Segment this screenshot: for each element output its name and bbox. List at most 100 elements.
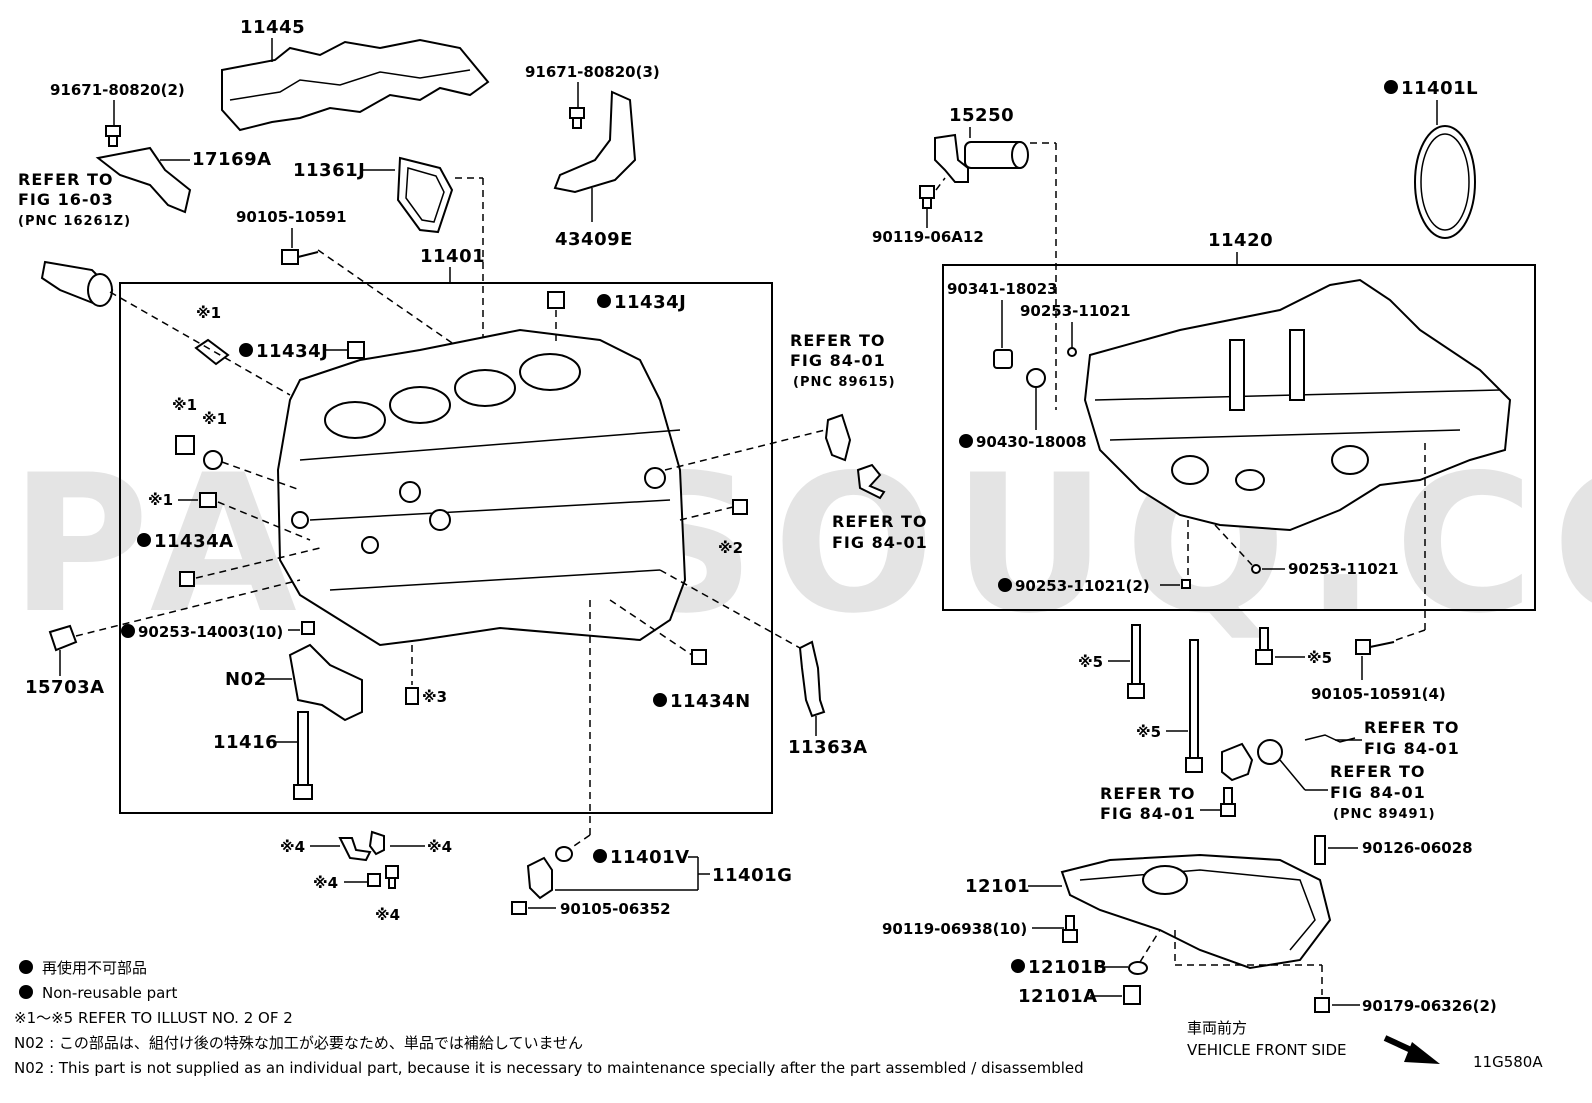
bolt-90119-06A12[interactable]	[919, 185, 935, 209]
bolt-sym4-b[interactable]	[385, 865, 399, 889]
label-17169A[interactable]: 17169A	[192, 149, 272, 170]
pin-sym2[interactable]	[732, 499, 748, 515]
bolt-90119-06938[interactable]	[1062, 915, 1078, 943]
bolt-sym4-a[interactable]	[367, 873, 381, 887]
bolt-91671-2[interactable]	[105, 125, 121, 147]
label-11434N[interactable]: 11434N	[670, 691, 751, 712]
sensor-11401G-shape[interactable]	[526, 856, 553, 900]
label-15703A[interactable]: 15703A	[25, 677, 105, 698]
refer-84-01-pnc89491-line2[interactable]: FIG 84-01	[1330, 783, 1426, 802]
oil-pressure-sensor-shape[interactable]	[1221, 739, 1283, 782]
label-15250[interactable]: 15250	[949, 105, 1014, 126]
plug-15703A[interactable]	[48, 624, 78, 652]
refer-84-01-pnc89491-line3[interactable]: (PNC 89491)	[1333, 807, 1436, 822]
refer-84-01-pnc89615-line3[interactable]: (PNC 89615)	[793, 375, 896, 390]
refer-84-01-b-line1[interactable]: REFER TO	[1364, 718, 1460, 737]
label-11401G[interactable]: 11401G	[712, 865, 792, 886]
label-90430-18008[interactable]: 90430-18008	[976, 433, 1087, 451]
bolt-sym5-a[interactable]	[1127, 624, 1145, 699]
refer-16-03-line1[interactable]: REFER TO	[18, 170, 114, 189]
pin-11434J-top[interactable]	[547, 291, 565, 309]
label-90105-06352[interactable]: 90105-06352	[560, 900, 671, 918]
label-90253-11021-c[interactable]: 90253-11021	[1288, 560, 1399, 578]
pin-11434J-mid[interactable]	[347, 341, 365, 359]
label-12101A[interactable]: 12101A	[1018, 986, 1098, 1007]
refer-84-01-pnc89615-line2[interactable]: FIG 84-01	[790, 351, 886, 370]
label-11363A[interactable]: 11363A	[788, 737, 868, 758]
refer-16-03-line2[interactable]: FIG 16-03	[18, 190, 114, 209]
refer-84-01-pnc89615-line1[interactable]: REFER TO	[790, 331, 886, 350]
pin-90253-11021-2[interactable]	[1181, 579, 1191, 589]
label-90341-18023[interactable]: 90341-18023	[947, 280, 1058, 298]
oil-seal-11401L-shape[interactable]	[1414, 125, 1476, 239]
insulator-11445-shape[interactable]	[221, 38, 490, 132]
bracket-17169A-shape[interactable]	[95, 146, 192, 214]
refer-84-01-b-line2[interactable]: FIG 84-01	[1364, 739, 1460, 758]
clip-refer-84-01-b[interactable]	[1304, 734, 1356, 743]
gasket-90430-18008[interactable]	[1026, 368, 1046, 388]
cylinder-block-11401-shape[interactable]	[276, 328, 687, 647]
label-11361J[interactable]: 11361J	[293, 160, 365, 181]
label-91671-80820-3[interactable]: 91671-80820(3)	[525, 63, 660, 81]
refer-84-01-pnc89491-line1[interactable]: REFER TO	[1330, 762, 1426, 781]
bolt-90105-06352[interactable]	[511, 901, 527, 915]
label-91671-80820-2[interactable]: 91671-80820(2)	[50, 81, 185, 99]
label-90253-14003[interactable]: 90253-14003(10)	[138, 623, 283, 641]
crankcase-11420-shape[interactable]	[1083, 278, 1512, 532]
label-90119-06A12[interactable]: 90119-06A12	[872, 228, 984, 246]
bolt-91671-3[interactable]	[569, 107, 585, 129]
label-11401L[interactable]: 11401L	[1401, 78, 1478, 99]
oring-11401V[interactable]	[555, 846, 573, 862]
plug-sym1[interactable]	[175, 435, 195, 455]
pin-11434N[interactable]	[691, 649, 707, 665]
solenoid-15250-shape[interactable]	[934, 133, 1029, 183]
label-11445[interactable]: 11445	[240, 17, 305, 38]
pin-sym1-small[interactable]	[199, 492, 217, 508]
oil-jet-sym4[interactable]	[338, 830, 385, 862]
label-43409E[interactable]: 43409E	[555, 229, 633, 250]
bracket-43409E-shape[interactable]	[553, 90, 637, 194]
label-11434J-top[interactable]: 11434J	[614, 292, 686, 313]
label-11401[interactable]: 11401	[420, 246, 485, 267]
refer-84-01-a-line2[interactable]: FIG 84-01	[832, 533, 928, 552]
refer-84-01-a-line1[interactable]: REFER TO	[832, 512, 928, 531]
label-12101B[interactable]: 12101B	[1028, 957, 1107, 978]
label-90105-10591[interactable]: 90105-10591	[236, 208, 347, 226]
bolt-sym5-c[interactable]	[1185, 639, 1203, 773]
pin-90253-14003[interactable]	[301, 621, 315, 635]
label-90179-06326[interactable]: 90179-06326(2)	[1362, 997, 1497, 1015]
label-90126-06028[interactable]: 90126-06028	[1362, 839, 1473, 857]
pin-90253-11021-a[interactable]	[1067, 347, 1077, 357]
pin-sym3[interactable]	[405, 687, 419, 705]
refer-84-01-c-line1[interactable]: REFER TO	[1100, 784, 1196, 803]
nut-90179-06326[interactable]	[1314, 997, 1330, 1013]
seal-11363A-shape[interactable]	[798, 640, 826, 718]
bolt-sym5-b[interactable]	[1255, 627, 1273, 665]
oil-pan-12101-shape[interactable]	[1060, 853, 1332, 970]
label-90105-10591-4[interactable]: 90105-10591(4)	[1311, 685, 1446, 703]
bolt-90105-10591-4[interactable]	[1355, 639, 1395, 655]
refer-16-03-line3[interactable]: (PNC 16261Z)	[18, 214, 131, 229]
gasket-11361J-shape[interactable]	[396, 156, 454, 234]
bolt-refer-84-01-c[interactable]	[1220, 787, 1236, 817]
label-90119-06938[interactable]: 90119-06938(10)	[882, 920, 1027, 938]
label-90253-11021-2[interactable]: 90253-11021(2)	[1015, 577, 1150, 595]
label-90253-11021-a[interactable]: 90253-11021	[1020, 302, 1131, 320]
plug-90341-18023[interactable]	[993, 349, 1013, 369]
gasket-12101B[interactable]	[1128, 961, 1148, 975]
label-11420[interactable]: 11420	[1208, 230, 1273, 251]
label-N02[interactable]: N02	[225, 669, 267, 690]
pin-11434A[interactable]	[179, 571, 195, 587]
label-11434A[interactable]: 11434A	[154, 531, 234, 552]
bolt-90105-10591[interactable]	[281, 249, 319, 265]
knock-sensor-shape[interactable]	[824, 413, 886, 500]
refer-84-01-c-line2[interactable]: FIG 84-01	[1100, 804, 1196, 823]
label-11416[interactable]: 11416	[213, 732, 278, 753]
washer-sym1[interactable]	[203, 450, 223, 470]
label-12101[interactable]: 12101	[965, 876, 1030, 897]
pin-90253-11021-c[interactable]	[1251, 564, 1261, 574]
label-11401V[interactable]: 11401V	[610, 847, 690, 868]
bolt-11416[interactable]	[293, 711, 313, 800]
dowel-sym1[interactable]	[194, 338, 230, 366]
drain-plug-12101A[interactable]	[1123, 985, 1141, 1005]
